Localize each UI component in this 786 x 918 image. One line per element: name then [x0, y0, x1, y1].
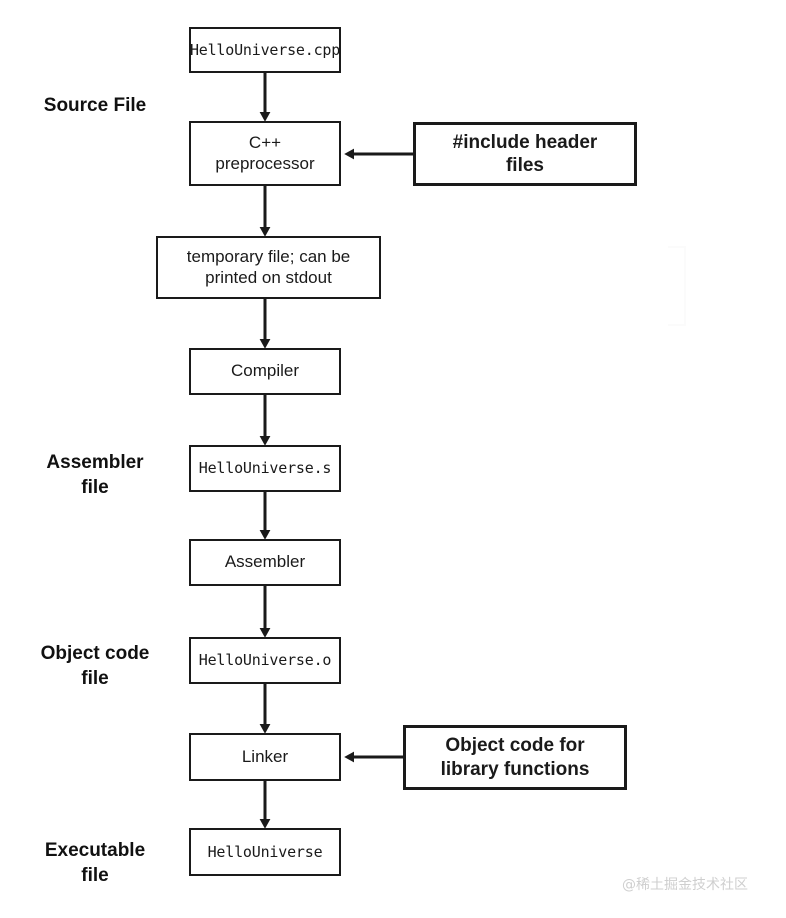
- watermark-text: @稀土掘金技术社区: [622, 877, 748, 893]
- node-linker[interactable]: Linker: [189, 733, 341, 781]
- node-compiler[interactable]: Compiler: [189, 348, 341, 395]
- node-hellouniverse-s[interactable]: HelloUniverse.s: [189, 445, 341, 492]
- background-artifact-bracket: [668, 246, 686, 326]
- node-hellouniverse-cpp[interactable]: HelloUniverse.cpp: [189, 27, 341, 73]
- stage-label-executable-file: Executable file: [44, 840, 146, 887]
- node-hellouniverse-o[interactable]: HelloUniverse.o: [189, 637, 341, 684]
- node-temporary-file[interactable]: temporary file; can be printed on stdout: [156, 236, 381, 299]
- stage-label-source-file: Source File: [43, 95, 147, 116]
- node-assembler[interactable]: Assembler: [189, 539, 341, 586]
- node-hellouniverse[interactable]: HelloUniverse: [189, 828, 341, 876]
- stage-label-assembler-file: Assembler file: [46, 452, 144, 499]
- stage-label-object-code-file: Object code file: [40, 643, 150, 690]
- node-include-header-files[interactable]: #include header files: [413, 122, 637, 186]
- node-cpp-preprocessor[interactable]: C++ preprocessor: [189, 121, 341, 186]
- node-object-code-library[interactable]: Object code for library functions: [403, 725, 627, 790]
